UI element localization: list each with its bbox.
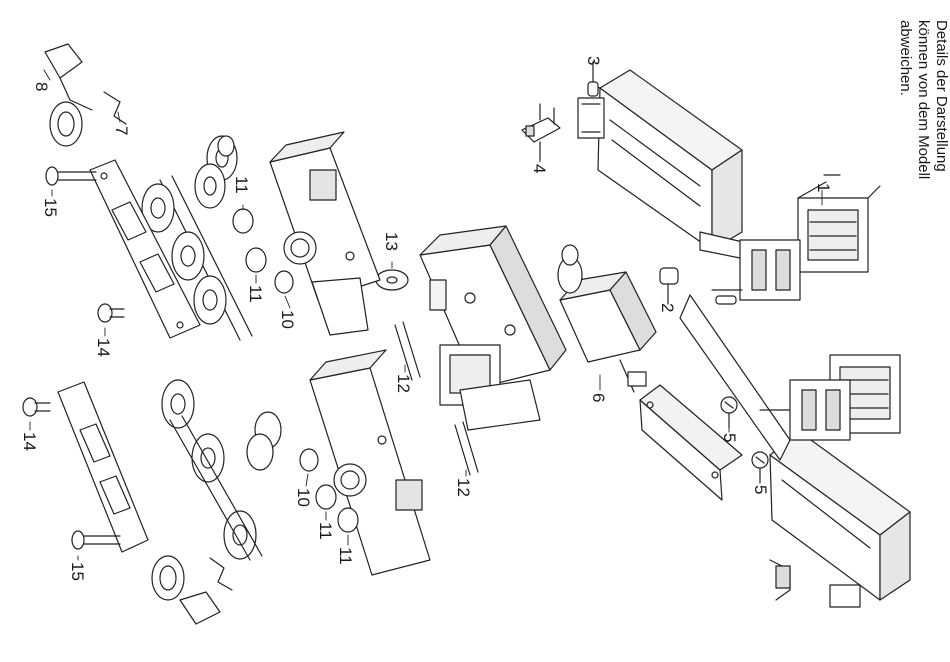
disclaimer-line-3: abweichen. <box>896 20 914 179</box>
part-12-pin-lower <box>455 422 478 475</box>
label-part-15-lower: 15 <box>68 562 87 581</box>
label-part-3: 3 <box>584 56 603 65</box>
label-part-11-b: 11 <box>246 285 265 303</box>
lower-coupler <box>152 556 232 624</box>
label-part-14-lower: 14 <box>20 432 39 451</box>
label-part-6: 6 <box>589 393 608 402</box>
part-14-screw-upper <box>98 304 124 322</box>
gear-housing <box>420 226 566 430</box>
label-part-11-d: 11 <box>336 547 355 565</box>
label-part-7: 7 <box>112 126 131 135</box>
lower-body-shell <box>770 432 910 607</box>
upper-bogie-frame <box>270 132 380 335</box>
label-part-8: 8 <box>32 82 51 91</box>
part-7-spring-upper <box>50 92 126 146</box>
label-part-5-upper: 5 <box>720 433 739 442</box>
lower-side-frame <box>58 382 148 552</box>
label-part-5-lower: 5 <box>751 485 770 494</box>
label-part-10-upper: 10 <box>278 310 297 329</box>
part-12-pin-upper <box>395 322 420 380</box>
lower-wheel-sets <box>162 380 281 560</box>
disclaimer-line-2: können von dem Modell <box>914 20 932 179</box>
part-13-washer <box>376 270 408 290</box>
part-15-screw-upper <box>46 167 96 185</box>
label-part-14-upper: 14 <box>94 338 113 357</box>
label-part-13: 13 <box>382 232 401 251</box>
disclaimer-note: Details der Darstellung können von dem M… <box>896 20 950 179</box>
part-15-screw-lower <box>72 531 120 549</box>
label-part-11-a: 11 <box>232 176 251 194</box>
part-5-screw-upper <box>721 397 737 428</box>
label-part-2: 2 <box>658 303 677 312</box>
part-2-screw <box>660 268 678 304</box>
label-part-10-lower: 10 <box>294 488 313 507</box>
part-14-screw-lower <box>23 398 50 416</box>
upper-body-shell <box>578 70 742 250</box>
part-6-motor <box>558 245 656 392</box>
part-8-coupler-upper <box>45 44 92 110</box>
disclaimer-line-1: Details der Darstellung <box>932 20 950 179</box>
part-1-assembly-upper <box>798 175 880 272</box>
label-part-12-upper: 12 <box>394 374 413 393</box>
label-part-15-upper: 15 <box>41 198 60 217</box>
label-part-1: 1 <box>814 183 833 192</box>
label-part-12-lower: 12 <box>454 478 473 497</box>
label-part-11-c: 11 <box>316 522 335 540</box>
part-4-bracket <box>522 104 560 160</box>
label-part-4: 4 <box>530 164 549 173</box>
